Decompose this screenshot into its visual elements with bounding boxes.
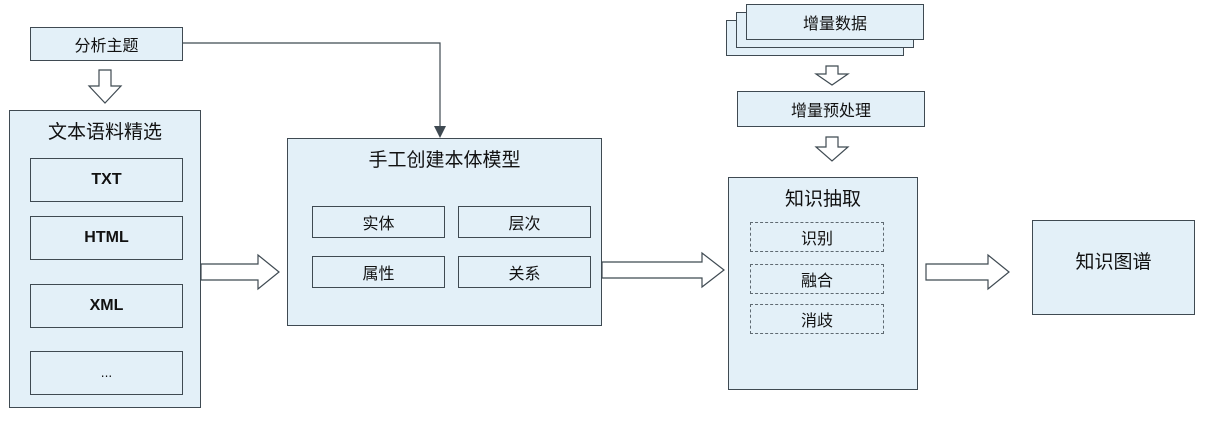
topic-to-corpus-arrow [87, 69, 123, 104]
extraction-title: 知识抽取 [784, 188, 861, 210]
ontology-box: 手工创建本体模型 实体 层次 属性 关系 [287, 138, 602, 326]
incremental-data-box: 增量数据 [746, 4, 924, 40]
extraction-item-fusion: 融合 [750, 264, 884, 294]
corpus-title: 文本语料精选 [47, 121, 162, 143]
corpus-box: 文本语料精选 TXT HTML XML ... [9, 110, 201, 408]
ontology-item-attribute: 属性 [312, 256, 445, 288]
extraction-to-graph-arrow [925, 253, 1010, 291]
knowledge-graph-label: 知识图谱 [1075, 251, 1152, 273]
ontology-item-relation: 关系 [458, 256, 591, 288]
ontology-item-hierarchy: 层次 [458, 206, 591, 238]
corpus-to-ontology-arrow [200, 253, 280, 291]
ontology-title: 手工创建本体模型 [368, 149, 521, 171]
corpus-item-more: ... [30, 351, 183, 395]
ontology-item-entity: 实体 [312, 206, 445, 238]
topic-to-ontology-line [183, 42, 441, 128]
incremental-preprocess-label: 增量预处理 [790, 101, 871, 120]
extraction-item-disambiguation: 消歧 [750, 304, 884, 334]
ontology-to-extraction-arrow [601, 251, 725, 289]
topic-label: 分析主题 [74, 36, 139, 55]
corpus-item-html: HTML [30, 216, 183, 260]
extraction-box: 知识抽取 识别 融合 消歧 [728, 177, 918, 390]
knowledge-graph-box: 知识图谱 [1032, 220, 1195, 315]
incremental-preprocess-box: 增量预处理 [737, 91, 925, 127]
corpus-item-txt: TXT [30, 158, 183, 202]
preprocess-to-extraction-arrow [814, 136, 850, 162]
incremental-data-label: 增量数据 [802, 14, 867, 33]
corpus-item-xml: XML [30, 284, 183, 328]
extraction-item-recognition: 识别 [750, 222, 884, 252]
topic-box: 分析主题 [30, 27, 183, 61]
data-to-preprocess-arrow [814, 65, 850, 86]
topic-to-ontology-arrowhead [434, 126, 446, 138]
